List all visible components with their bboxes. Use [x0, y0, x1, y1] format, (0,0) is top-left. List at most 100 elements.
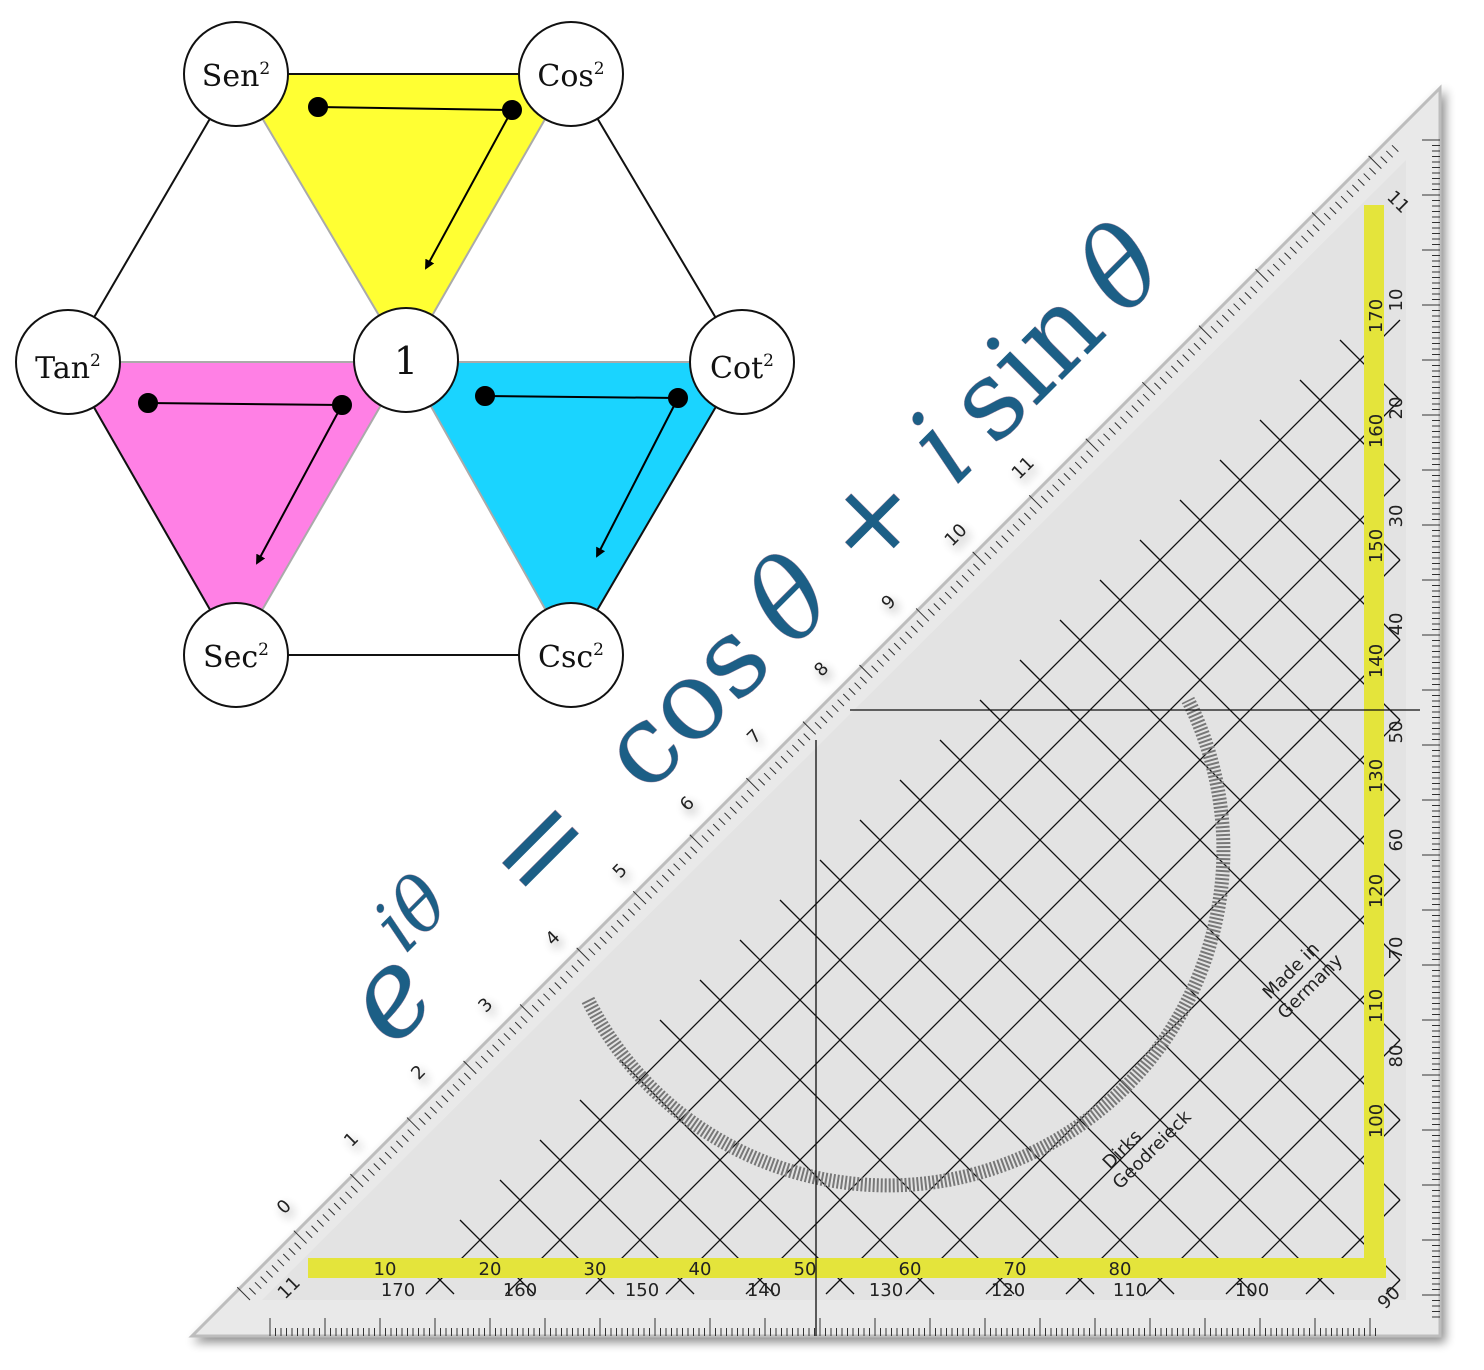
hyp-tick [401, 1134, 409, 1142]
grid-line [585, 479, 1401, 1295]
hyp-tick [1029, 506, 1037, 515]
hyp-tick [656, 880, 664, 888]
hyp-tick [791, 744, 800, 752]
hyp-tick [905, 631, 913, 639]
grid-line [459, 1219, 535, 1295]
hyp-tick [1108, 427, 1116, 435]
hyp-tick [786, 750, 794, 758]
grid-line [739, 939, 1095, 1295]
hyp-tick [599, 936, 607, 944]
hyp-tick [741, 795, 749, 803]
hyp-tick [435, 1100, 443, 1109]
hyp-tick [673, 863, 681, 871]
hyp-tick [1187, 348, 1196, 356]
hyp-tick [311, 1225, 319, 1233]
hyp-tick [916, 620, 924, 628]
grid-line [1145, 1039, 1401, 1295]
bottom-bottom-number: 140 [747, 1280, 781, 1301]
hyp-tick [797, 738, 805, 746]
hyp-tick [1057, 478, 1065, 486]
hyp-tick [1040, 495, 1048, 503]
grid-line [1139, 539, 1401, 801]
hyp-tick [837, 699, 845, 707]
right-outer-number: 50 [1386, 721, 1407, 744]
hyp-tick [1380, 156, 1388, 164]
hyp-tick [1368, 155, 1382, 169]
hyp-tick [503, 1033, 511, 1041]
hyp-tick [1114, 422, 1122, 430]
hyp-tick [548, 987, 556, 995]
hyp-tick [1018, 518, 1026, 526]
right-inner-number: 130 [1366, 759, 1387, 793]
hyp-tick [543, 993, 551, 1001]
grid-line [979, 699, 1401, 1121]
hyp-tick [876, 659, 884, 667]
hyp-tick [729, 806, 737, 814]
hyp-tick [724, 812, 732, 820]
hyp-number: 10 [941, 520, 972, 551]
hyp-tick [1238, 297, 1246, 305]
bottom-bottom-number: 100 [1235, 1280, 1269, 1301]
hyp-tick [1142, 381, 1156, 396]
hyp-tick [571, 965, 579, 973]
hyp-tick [882, 654, 890, 662]
hyp-tick [984, 552, 992, 560]
hyp-tick [802, 721, 817, 735]
hyp-tick [803, 733, 811, 741]
hyp-tick [718, 818, 726, 826]
right-outer-number: 80 [1386, 1045, 1407, 1068]
hyp-tick [1323, 212, 1331, 220]
hyp-tick [1244, 292, 1252, 300]
hyp-tick [661, 874, 669, 882]
hyp-tick [1023, 512, 1031, 520]
hyp-tick [1227, 308, 1235, 317]
hyp-tick [345, 1191, 353, 1199]
bottom-bottom-number: 170 [381, 1280, 415, 1301]
hyp-tick [492, 1044, 500, 1052]
svg-text:Cot2: Cot2 [710, 351, 774, 386]
right-outer-number: 30 [1386, 505, 1407, 528]
grid-line [659, 1019, 935, 1295]
right-inner-number: 170 [1366, 299, 1387, 333]
right-outer-number: 20 [1386, 397, 1407, 420]
hyp-tick [910, 625, 918, 633]
hyp-tick [288, 1248, 296, 1256]
node-cot2: Cot2 [689, 309, 795, 415]
hyp-tick [989, 546, 998, 554]
hyp-tick [260, 1276, 268, 1284]
grid-line [1385, 1279, 1401, 1295]
hyp-tick [1103, 433, 1111, 441]
hyp-tick [1216, 320, 1224, 328]
grid-line [1065, 959, 1401, 1295]
hyp-tick [475, 1061, 483, 1069]
hyp-tick [350, 1185, 358, 1193]
hyp-tick [373, 1163, 381, 1171]
bottom-bottom-number: 120 [991, 1280, 1025, 1301]
hyp-tick [820, 716, 828, 724]
hyp-tick [565, 970, 573, 978]
svg-text:Tan2: Tan2 [35, 351, 101, 386]
right-inner-number: 110 [1366, 989, 1387, 1023]
hyp-tick [972, 551, 986, 565]
grid-line [779, 899, 1175, 1295]
hyp-tick [322, 1214, 330, 1222]
hyp-tick [939, 597, 947, 605]
hyp-tick [1193, 342, 1201, 351]
hyp-tick [701, 835, 709, 843]
hyp-tick [627, 908, 636, 916]
hyp-tick [1221, 314, 1229, 322]
hyp-tick [452, 1083, 460, 1092]
grid-line [905, 799, 1401, 1295]
hyp-tick [271, 1264, 279, 1273]
hyp-tick [1255, 280, 1263, 288]
bottom-bottom-number: 160 [503, 1280, 537, 1301]
hyp-tick [316, 1219, 324, 1227]
hyp-tick [859, 676, 867, 684]
hyp-tick [690, 846, 698, 854]
right-outer-number: 10 [1386, 289, 1407, 312]
node-csc2: Csc2 [518, 602, 624, 708]
hyp-tick [859, 664, 873, 679]
hyp-tick [424, 1112, 432, 1120]
hyp-tick [605, 931, 613, 939]
hyp-number: 3 [474, 994, 497, 1017]
